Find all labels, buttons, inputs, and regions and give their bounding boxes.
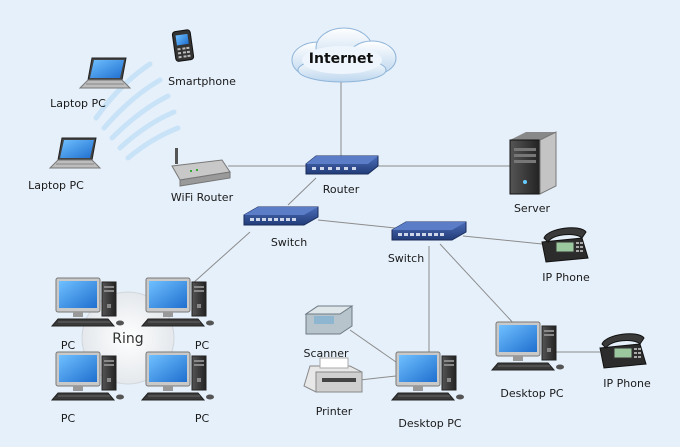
pc-1-node: PC — [51, 277, 125, 352]
printer-icon — [303, 357, 363, 393]
printer-label: Printer — [316, 405, 353, 418]
ip-phone-icon — [599, 333, 647, 369]
switch-1-node: Switch — [243, 206, 319, 249]
switch-icon — [243, 206, 319, 226]
desktop-computer-icon — [51, 351, 125, 401]
scanner-node: Scanner — [303, 305, 354, 360]
scanner-icon — [304, 305, 354, 335]
ip-phone-1-node: IP Phone — [541, 227, 590, 284]
laptop-pc-2-label: Laptop PC — [28, 179, 84, 192]
desktop-pc-1-label: Desktop PC — [398, 417, 461, 430]
smartphone-node: Smartphone — [168, 29, 236, 88]
switch-1-label: Switch — [271, 236, 307, 249]
network-links — [191, 80, 600, 381]
wifi-router-label: WiFi Router — [171, 191, 234, 204]
link-switch-1-switch-2 — [317, 219, 396, 229]
desktop-pc-1-node: Desktop PC — [391, 351, 465, 430]
laptop-pc-2-node: Laptop PC — [28, 137, 101, 192]
desktop-computer-icon — [391, 351, 465, 401]
scanner-label: Scanner — [303, 347, 348, 360]
link-switch-2-desktop-2 — [439, 243, 517, 327]
router-node: Router — [305, 155, 379, 196]
desktop-computer-icon — [491, 321, 565, 371]
ip-phone-icon — [541, 227, 589, 263]
switch-2-node: Switch — [388, 221, 467, 265]
laptop-icon — [79, 57, 131, 89]
router-icon — [305, 155, 379, 175]
ring-network: Ring PC PC PC PC — [51, 277, 215, 425]
wifi-router-icon — [171, 148, 231, 187]
pc-2-label: PC — [195, 339, 210, 352]
ring-label: Ring — [112, 331, 143, 347]
server-label: Server — [514, 202, 551, 215]
wifi-router-node: WiFi Router — [171, 148, 234, 204]
switch-2-label: Switch — [388, 252, 424, 265]
link-scanner-desktop — [349, 329, 397, 363]
ip-phone-1-label: IP Phone — [542, 271, 590, 284]
pc-1-label: PC — [61, 339, 76, 352]
pc-4-label: PC — [195, 412, 210, 425]
link-switch-2-ip-phone — [462, 235, 543, 245]
smartphone-label: Smartphone — [168, 75, 236, 88]
server-tower-icon — [509, 131, 557, 195]
pc-2-node: PC — [141, 277, 215, 352]
laptop-pc-1-node: Laptop PC — [50, 57, 131, 110]
switch-icon — [391, 221, 467, 241]
desktop-computer-icon — [141, 277, 215, 327]
pc-3-label: PC — [61, 412, 76, 425]
laptop-pc-1-label: Laptop PC — [50, 97, 106, 110]
desktop-pc-2-node: Desktop PC — [491, 321, 565, 400]
ip-phone-2-label: IP Phone — [603, 377, 651, 390]
router-label: Router — [323, 183, 360, 196]
link-switch-1-ring — [191, 231, 251, 285]
ip-phone-2-node: IP Phone — [599, 333, 651, 390]
pc-4-node: PC — [141, 351, 215, 425]
server-node: Server — [509, 131, 557, 215]
internet-cloud: Internet — [291, 27, 397, 83]
smartphone-icon — [171, 29, 195, 62]
link-router-switch-1 — [287, 177, 317, 206]
desktop-computer-icon — [141, 351, 215, 401]
internet-label: Internet — [309, 51, 374, 67]
desktop-pc-2-label: Desktop PC — [500, 387, 563, 400]
laptop-icon — [49, 137, 101, 169]
link-printer-desktop — [359, 375, 397, 381]
printer-node: Printer — [303, 357, 363, 418]
pc-3-node: PC — [51, 351, 125, 425]
